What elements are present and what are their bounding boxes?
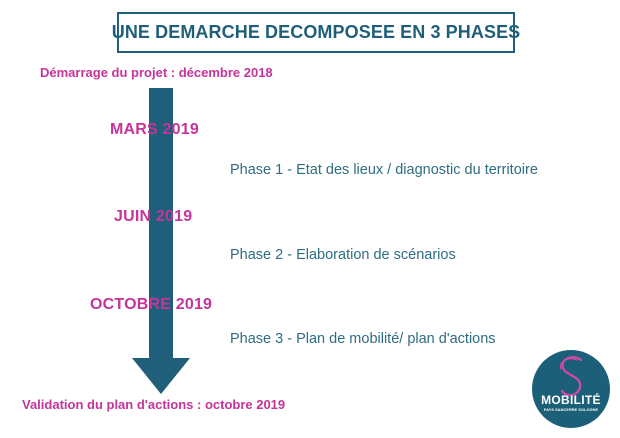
phase-2-label: Phase 2 - Elaboration de scénarios bbox=[230, 247, 456, 263]
milestone-date-2: JUIN 2019 bbox=[114, 208, 193, 225]
milestone-date-3: OCTOBRE 2019 bbox=[90, 296, 213, 313]
phase-1-label: Phase 1 - Etat des lieux / diagnostic du… bbox=[230, 162, 538, 178]
logo-wordmark: MOBILITÉ bbox=[541, 393, 601, 407]
page-title: UNE DEMARCHE DECOMPOSEE EN 3 PHASES bbox=[112, 12, 520, 53]
logo-tagline: PAYS SANCERRE SOLOGNE bbox=[543, 408, 599, 412]
milestone-date-1: MARS 2019 bbox=[110, 121, 199, 138]
s-logo-icon bbox=[559, 356, 583, 397]
phase-3-label: Phase 3 - Plan de mobilité/ plan d'actio… bbox=[230, 331, 496, 347]
timeline-start-label: Démarrage du projet : décembre 2018 bbox=[40, 65, 273, 80]
timeline-arrow bbox=[132, 88, 190, 394]
timeline-end-label: Validation du plan d'actions : octobre 2… bbox=[22, 397, 286, 412]
timeline-arrow-shaft bbox=[149, 88, 173, 360]
mobility-logo: MOBILITÉ PAYS SANCERRE SOLOGNE bbox=[532, 350, 610, 428]
timeline-arrow-head bbox=[132, 358, 190, 394]
